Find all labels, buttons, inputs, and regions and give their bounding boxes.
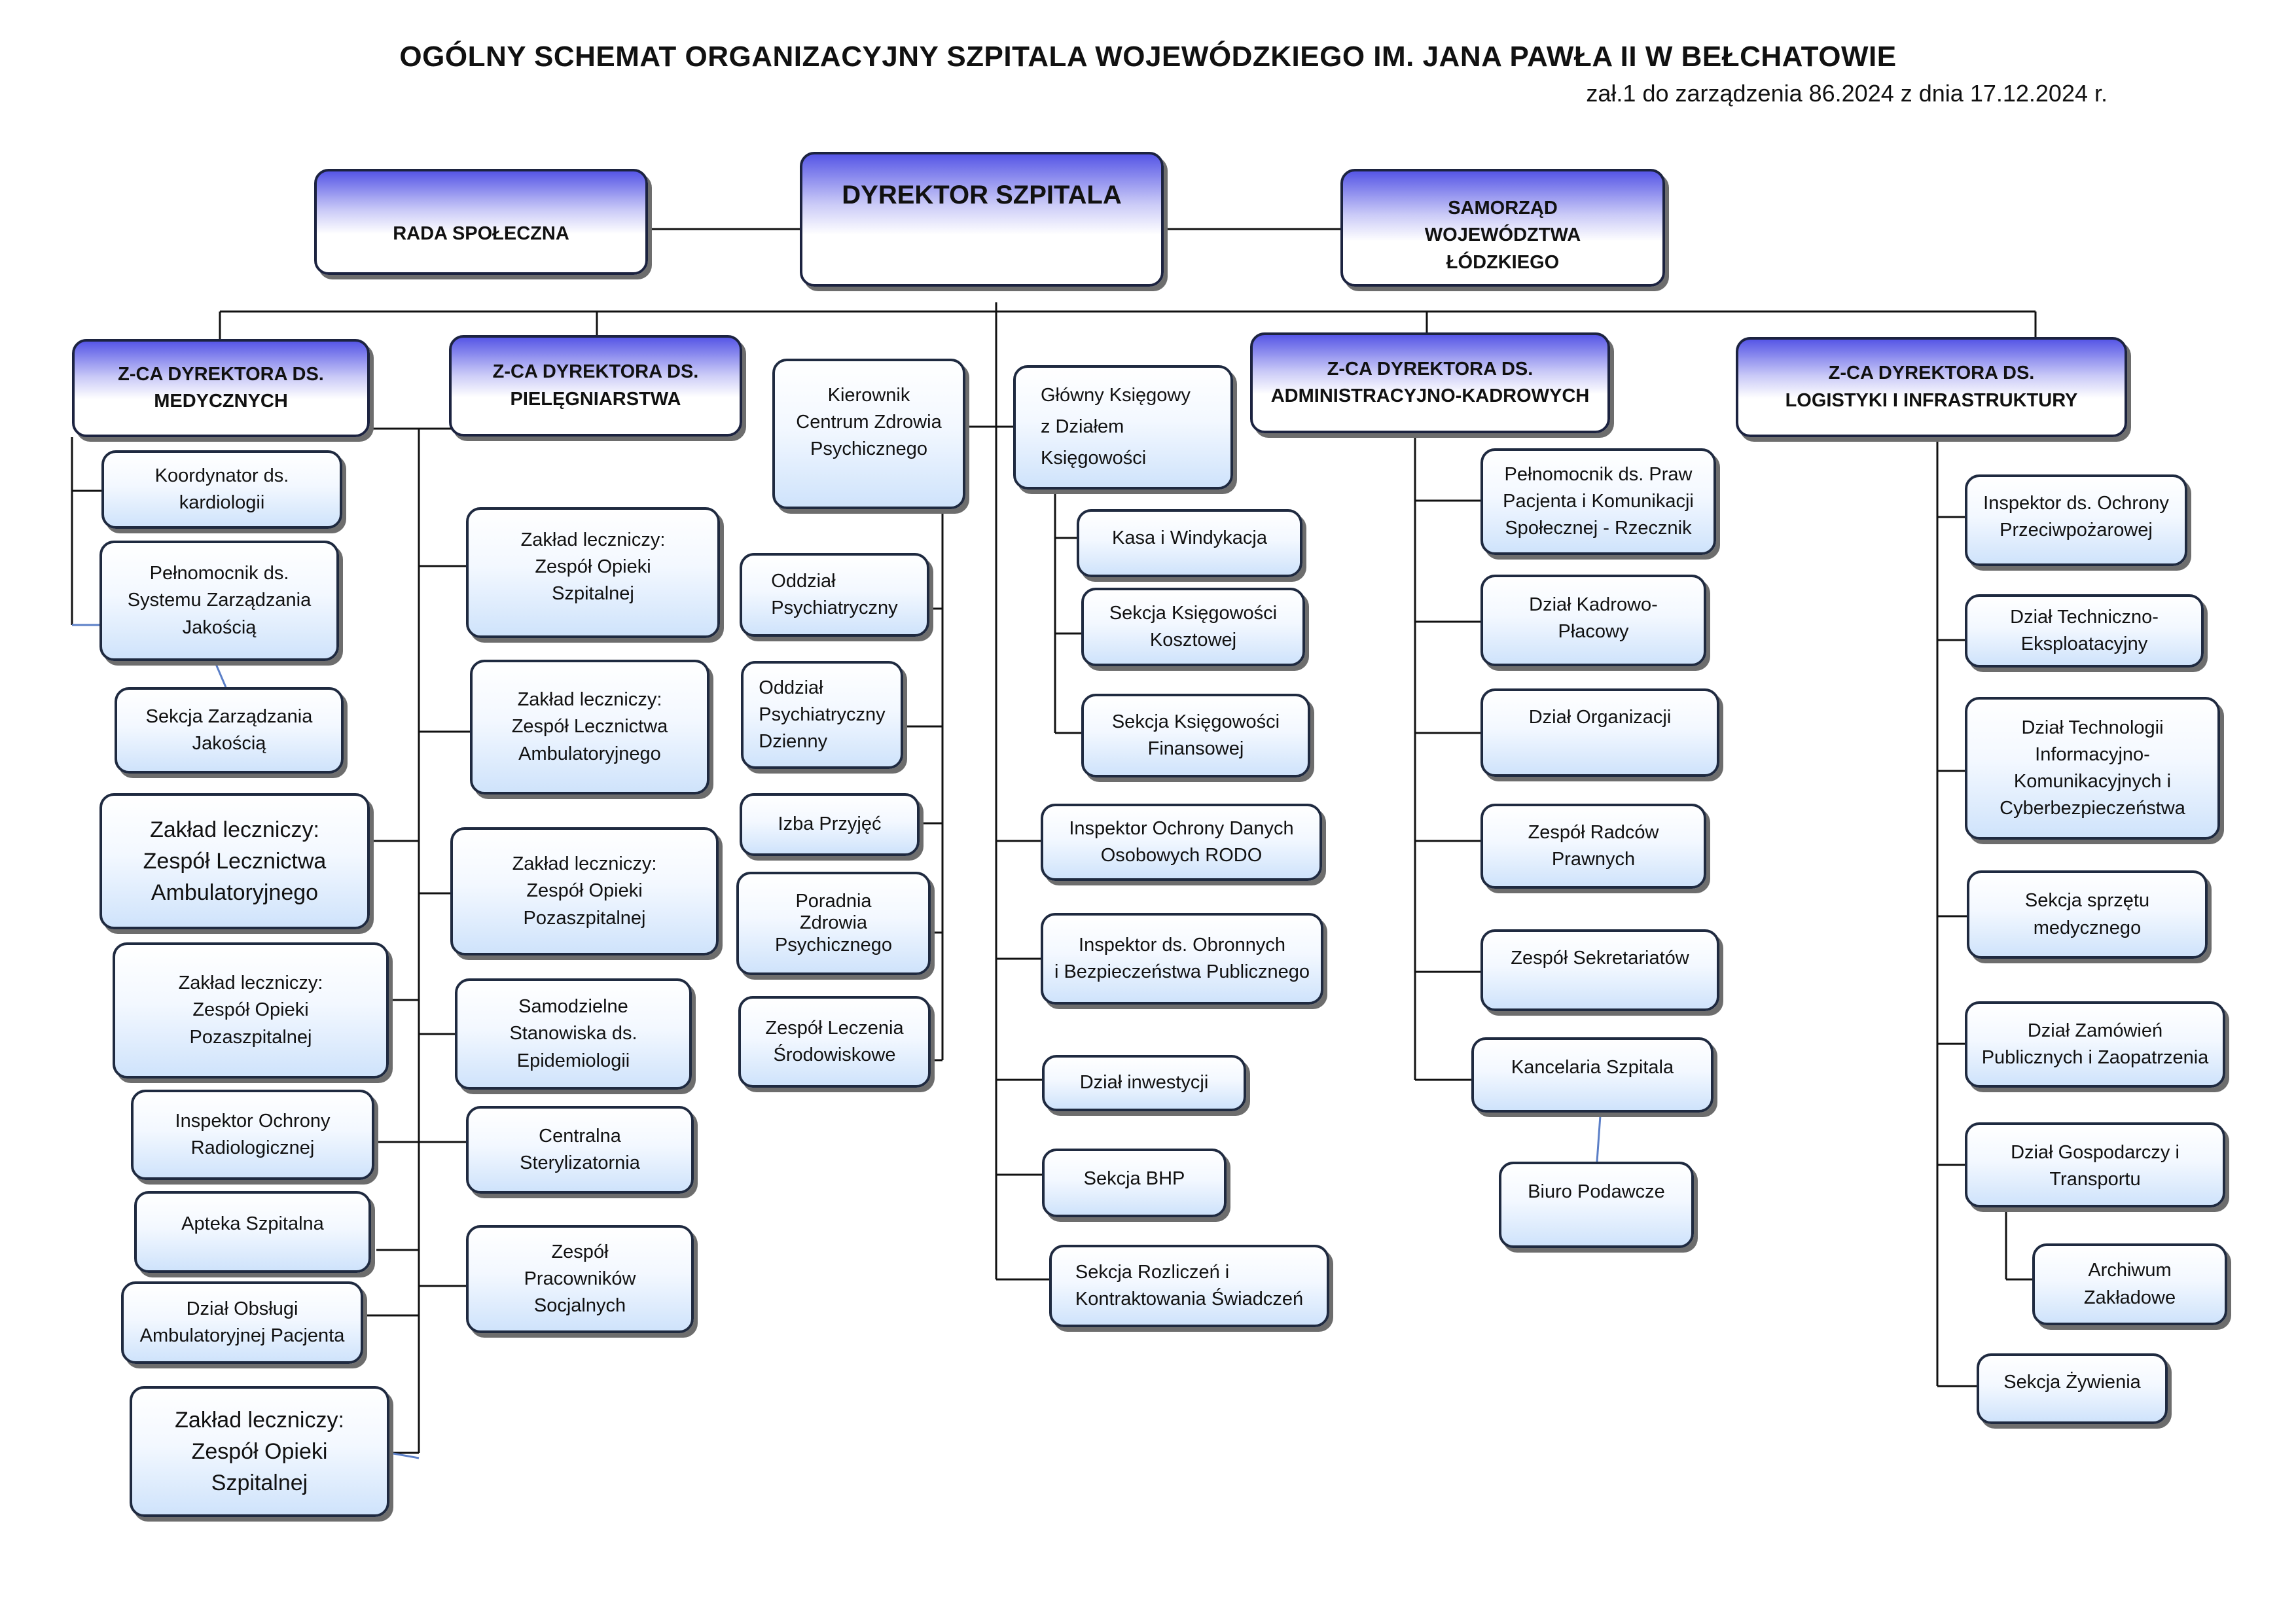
box-inspektor-obronnych[interactable]: Inspektor ds. Obronnych i Bezpieczeństwa… [1041,913,1323,1005]
box-sekcja-sprzetu-medycznego[interactable]: Sekcja sprzętu medycznego [1967,870,2208,959]
box-stanowiska-epidemiologii[interactable]: Samodzielne Stanowiska ds. Epidemiologii [455,978,692,1090]
box-sekcja-zarzadzania-jakoscia[interactable]: Sekcja Zarządzania Jakością [115,687,344,774]
box-pelnomocnik-jakosc[interactable]: Pełnomocnik ds. Systemu Zarządzania Jako… [99,541,339,661]
box-kasa-windykacja[interactable]: Kasa i Windykacja [1077,509,1302,577]
box-dzial-inwestycji[interactable]: Dział inwestycji [1042,1055,1246,1111]
box-centralna-sterylizatornia[interactable]: Centralna Sterylizatornia [466,1106,694,1194]
box-zespol-sekretariatow[interactable]: Zespół Sekretariatów [1480,929,1719,1011]
box-dzial-gospodarczy-transportu[interactable]: Dział Gospodarczy i Transportu [1965,1122,2225,1207]
box-sekcja-rozliczen[interactable]: Sekcja Rozliczeń i Kontraktowania Świadc… [1049,1245,1329,1327]
box-archiwum-zakladowe[interactable]: Archiwum Zakładowe [2032,1243,2227,1325]
box-zl-lecznictwa-ambulatoryjnego-med[interactable]: Zakład leczniczy: Zespół Lecznictwa Ambu… [99,793,370,929]
box-dzial-zamowien-publicznych[interactable]: Dział Zamówień Publicznych i Zaopatrzeni… [1965,1001,2225,1088]
box-oddzial-psychiatryczny[interactable]: Oddział Psychiatryczny [740,553,929,637]
box-koordynator-kardiologii[interactable]: Koordynator ds. kardiologii [101,450,342,529]
box-director[interactable]: DYREKTOR SZPITALA [800,152,1164,287]
box-zca-pielegniarstwa[interactable]: Z-CA DYREKTORA DS. PIELĘGNIARSTWA [449,335,742,437]
box-oddzial-psychiatryczny-dzienny[interactable]: Oddział Psychiatryczny Dzienny [741,661,903,769]
box-pelnomocnik-praw-pacjenta[interactable]: Pełnomocnik ds. Praw Pacjenta i Komunika… [1480,448,1716,555]
box-zespol-radcow-prawnych[interactable]: Zespół Radców Prawnych [1480,804,1706,889]
box-sekcja-ksiegowosci-kosztowej[interactable]: Sekcja Księgowości Kosztowej [1081,588,1305,666]
box-zespol-pracownikow-socjalnych[interactable]: Zespół Pracowników Socjalnych [466,1225,694,1333]
page-title: OGÓLNY SCHEMAT ORGANIZACYJNY SZPITALA WO… [399,41,1897,73]
box-zca-logistyki[interactable]: Z-CA DYREKTORA DS. LOGISTYKI I INFRASTRU… [1736,337,2127,437]
box-rada-spoleczna[interactable]: RADA SPOŁECZNA [314,169,648,275]
box-dzial-kadrowo-placowy[interactable]: Dział Kadrowo- Płacowy [1480,575,1706,666]
box-inspektor-ochrony-radiologicznej[interactable]: Inspektor Ochrony Radiologicznej [131,1090,374,1180]
box-samorzad[interactable]: SAMORZĄD WOJEWÓDZTWA ŁÓDZKIEGO [1340,169,1665,287]
box-sekcja-ksiegowosci-finansowej[interactable]: Sekcja Księgowości Finansowej [1081,694,1310,777]
box-dzial-obslugi-ambulatoryjnej[interactable]: Dział Obsługi Ambulatoryjnej Pacjenta [121,1281,363,1364]
box-inspektor-ochrony-przeciwpozarowej[interactable]: Inspektor ds. Ochrony Przeciwpożarowej [1965,474,2187,566]
box-zl-opieki-szpitalnej-piel[interactable]: Zakład leczniczy: Zespół Opieki Szpitaln… [466,507,720,638]
box-kancelaria-szpitala[interactable]: Kancelaria Szpitala [1471,1037,1713,1113]
box-inspektor-rodo[interactable]: Inspektor Ochrony Danych Osobowych RODO [1041,804,1322,881]
box-zl-lecznictwa-ambulatoryjnego-piel[interactable]: Zakład leczniczy: Zespół Lecznictwa Ambu… [470,660,709,794]
box-sekcja-zywienia[interactable]: Sekcja Żywienia [1977,1353,2168,1424]
box-zl-opieki-pozaszpitalnej-piel[interactable]: Zakład leczniczy: Zespół Opieki Pozaszpi… [450,827,719,955]
box-zca-administracyjno-kadrowych[interactable]: Z-CA DYREKTORA DS. ADMINISTRACYJNO-KADRO… [1250,332,1610,433]
box-dzial-organizacji[interactable]: Dział Organizacji [1480,688,1719,777]
box-poradnia-zdrowia-psychicznego[interactable]: Poradnia Zdrowia Psychicznego [736,872,931,975]
box-glowny-ksiegowy[interactable]: Główny Księgowy z Działem Księgowości [1013,365,1233,490]
box-zca-medycznych[interactable]: Z-CA DYREKTORA DS. MEDYCZNYCH [72,339,370,437]
box-zl-opieki-szpitalnej-med[interactable]: Zakład leczniczy: Zespół Opieki Szpitaln… [130,1386,389,1517]
box-zespol-leczenia-srodowiskowe[interactable]: Zespół Leczenia Środowiskowe [738,996,931,1088]
box-dzial-technologii-informacyjnych[interactable]: Dział Technologii Informacyjno- Komunika… [1965,697,2220,840]
box-biuro-podawcze[interactable]: Biuro Podawcze [1499,1162,1694,1248]
page-subtitle: zał.1 do zarządzenia 86.2024 z dnia 17.1… [1586,80,2108,107]
box-dzial-techniczno-eksploatacyjny[interactable]: Dział Techniczno- Eksploatacyjny [1965,594,2204,668]
box-apteka-szpitalna[interactable]: Apteka Szpitalna [134,1191,371,1273]
box-sekcja-bhp[interactable]: Sekcja BHP [1042,1149,1227,1217]
box-zl-opieki-pozaszpitalnej-med[interactable]: Zakład leczniczy: Zespół Opieki Pozaszpi… [113,942,389,1079]
box-izba-przyjec[interactable]: Izba Przyjęć [740,793,920,856]
box-kierownik-centrum-zdrowia-psychicznego[interactable]: Kierownik Centrum Zdrowia Psychicznego [772,359,965,509]
